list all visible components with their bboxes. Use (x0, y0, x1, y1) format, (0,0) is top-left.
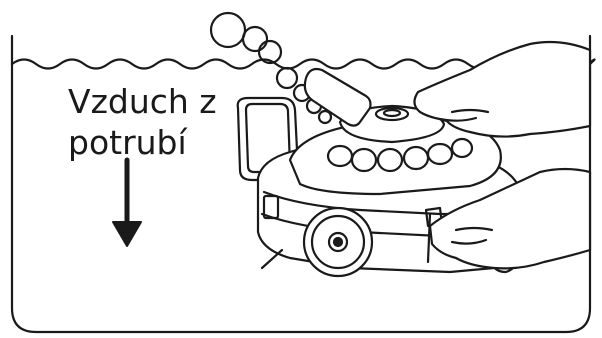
hand-icon (413, 40, 592, 138)
hand-icon-bottom (428, 167, 592, 270)
pool-outline (10, 34, 592, 334)
air-bubbles-icon (209, 11, 333, 125)
annotation-line-2: potrubí (68, 123, 189, 162)
down-arrow-icon (112, 157, 142, 247)
annotation-line-1: Vzduch z (68, 82, 217, 121)
